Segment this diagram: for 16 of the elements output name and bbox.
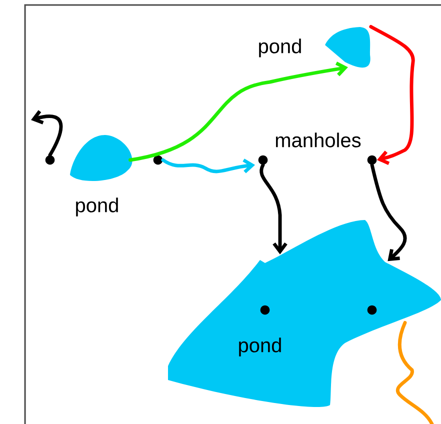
- dot: [45, 155, 55, 165]
- dot: [367, 155, 377, 165]
- arrow: [128, 62, 348, 162]
- node-label: pond: [76, 198, 118, 216]
- node-label: pond: [259, 38, 301, 58]
- arrow: [31, 110, 63, 157]
- arrow: [370, 163, 407, 262]
- dot: [258, 155, 268, 165]
- arrow: [161, 158, 255, 174]
- line: [396, 320, 434, 424]
- arrow: [260, 163, 288, 254]
- label-text: manholes: [276, 132, 361, 148]
- dot: [367, 305, 377, 315]
- dot: [260, 305, 270, 315]
- dot: [153, 155, 163, 165]
- arrow: [369, 25, 415, 165]
